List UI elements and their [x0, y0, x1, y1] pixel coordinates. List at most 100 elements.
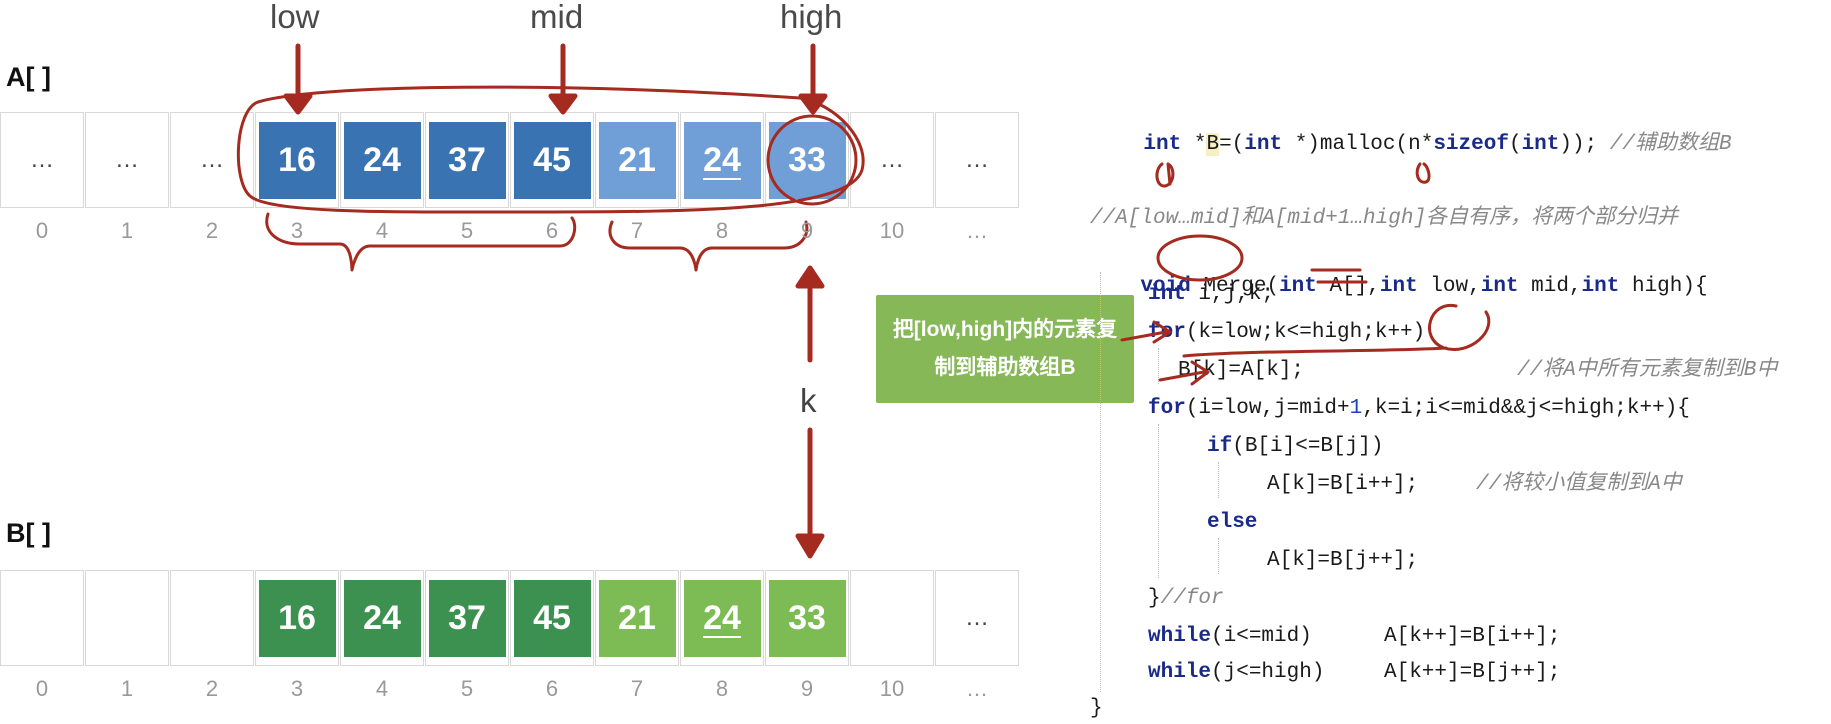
b-element-8: 24 [683, 579, 761, 657]
a-cell-10: … [850, 112, 934, 208]
a-index-3: 3 [290, 218, 304, 243]
b-element-3: 16 [258, 579, 336, 657]
code-line-for2: for(i=low,j=mid+1,k=i;i<=mid&&j<=high;k+… [1148, 397, 1690, 420]
b-index-6: 6 [545, 676, 559, 701]
b-cell-8: 24 [680, 570, 764, 666]
b-cell-11: … [935, 570, 1019, 666]
a-element-4: 24 [343, 121, 421, 199]
a-cell-text-1: … [115, 146, 139, 173]
a-cell-text-2: … [200, 146, 224, 173]
a-element-3: 16 [258, 121, 336, 199]
a-cell-4: 24 [340, 112, 424, 208]
a-cell-2: … [170, 112, 254, 208]
array-a-label: A[ ] [6, 62, 51, 92]
a-index-0: 0 [35, 218, 49, 243]
pointer-label-k: k [800, 382, 817, 419]
b-cell-text-11: … [965, 604, 989, 631]
left-half-brace [265, 212, 577, 272]
b-cell-6: 45 [510, 570, 594, 666]
b-index-3: 3 [290, 676, 304, 701]
note-arrow [1120, 320, 1172, 344]
b-element-6: 45 [513, 579, 591, 657]
b-index-7: 7 [630, 676, 644, 701]
b-element-7: 21 [598, 579, 676, 657]
a-element-5: 37 [428, 121, 506, 199]
b-element-5: 37 [428, 579, 506, 657]
b-cell-9: 33 [765, 570, 849, 666]
code-line-while1: while(i<=mid) [1148, 625, 1312, 648]
b-element-4: 24 [343, 579, 421, 657]
code-line-while2: while(j<=high) [1148, 661, 1325, 684]
pointer-label-low: low [270, 0, 320, 35]
b-cell-5: 37 [425, 570, 509, 666]
b-index-1: 1 [120, 676, 134, 701]
copy-arrow [1158, 360, 1210, 386]
pointer-label-mid: mid [530, 0, 584, 35]
b-cell-1 [85, 570, 169, 666]
copy-note-text: 把[low,high]内的元素复制到辅助数组B [892, 318, 1118, 379]
a-cell-8: 24 [680, 112, 764, 208]
code-line-assign1: A[k]=B[i++]; [1267, 473, 1419, 496]
code-line-while2-body: A[k++]=B[j++]; [1384, 661, 1561, 684]
a-cell-5: 37 [425, 112, 509, 208]
b-cell-4: 24 [340, 570, 424, 666]
a-array-underline [1310, 268, 1368, 284]
a-index-8: 8 [715, 218, 729, 243]
a-cell-text-11: … [965, 146, 989, 173]
b-index-2: 2 [205, 676, 219, 701]
b-cell-3: 16 [255, 570, 339, 666]
a-cell-11: … [935, 112, 1019, 208]
code-line-else: else [1207, 511, 1258, 534]
a-element-9: 33 [768, 121, 846, 199]
code-line-copy: B[k]=A[k]; [1178, 359, 1305, 382]
array-b-label: B[ ] [6, 518, 51, 548]
code-line-copy-comment: //将A中所有元素复制到B中 [1517, 359, 1778, 382]
a-index-11: … [966, 218, 988, 243]
merge-circle [1156, 234, 1244, 282]
b-index-11: … [966, 676, 988, 701]
a-index-6: 6 [545, 218, 559, 243]
a-element-6: 45 [513, 121, 591, 199]
code-line-comment-header: //A[low…mid]和A[mid+1…high]各自有序，将两个部分归并 [1090, 207, 1679, 230]
kpp-circle [1428, 303, 1491, 351]
copy-note-callout: 把[low,high]内的元素复制到辅助数组B [876, 295, 1134, 403]
a-element-8: 24 [683, 121, 761, 199]
b-cell-10 [850, 570, 934, 666]
a-cell-9: 33 [765, 112, 849, 208]
a-index-9: 9 [800, 218, 814, 243]
a-index-1: 1 [120, 218, 134, 243]
a-cell-6: 45 [510, 112, 594, 208]
high-element-circle [766, 114, 858, 206]
a-index-10: 10 [879, 218, 905, 243]
a-index-4: 4 [375, 218, 389, 243]
a-index-7: 7 [630, 218, 644, 243]
code-line-assign2: A[k]=B[j++]; [1267, 549, 1419, 572]
b-mark [1155, 162, 1175, 188]
range-circle [236, 85, 865, 214]
b-cell-0 [0, 570, 84, 666]
a-index-5: 5 [460, 218, 474, 243]
b-index-5: 5 [460, 676, 474, 701]
a-cell-text-10: … [880, 146, 904, 173]
b-cell-2 [170, 570, 254, 666]
b-index-9: 9 [800, 676, 814, 701]
code-line-close-for: }//for [1148, 587, 1224, 610]
a-cell-7: 21 [595, 112, 679, 208]
b-element-9: 33 [768, 579, 846, 657]
code-line-decl: int i,j,k; [1148, 283, 1275, 306]
a-cell-0: … [0, 112, 84, 208]
code-line-if: if(B[i]<=B[j]) [1207, 435, 1384, 458]
pointer-label-high: high [780, 0, 843, 35]
n-mark [1415, 162, 1431, 184]
for-underline [1182, 346, 1448, 358]
b-index-10: 10 [879, 676, 905, 701]
b-index-0: 0 [35, 676, 49, 701]
code-line-malloc: int *B=(int *)malloc(n*sizeof(int)); //辅… [1143, 133, 1732, 156]
code-line-assign1-comment: //将较小值复制到A中 [1476, 473, 1682, 496]
code-line-signature: void Merge(int A[],int low,int mid,int h… [1140, 275, 1708, 298]
b-cell-7: 21 [595, 570, 679, 666]
b-index-4: 4 [375, 676, 389, 701]
